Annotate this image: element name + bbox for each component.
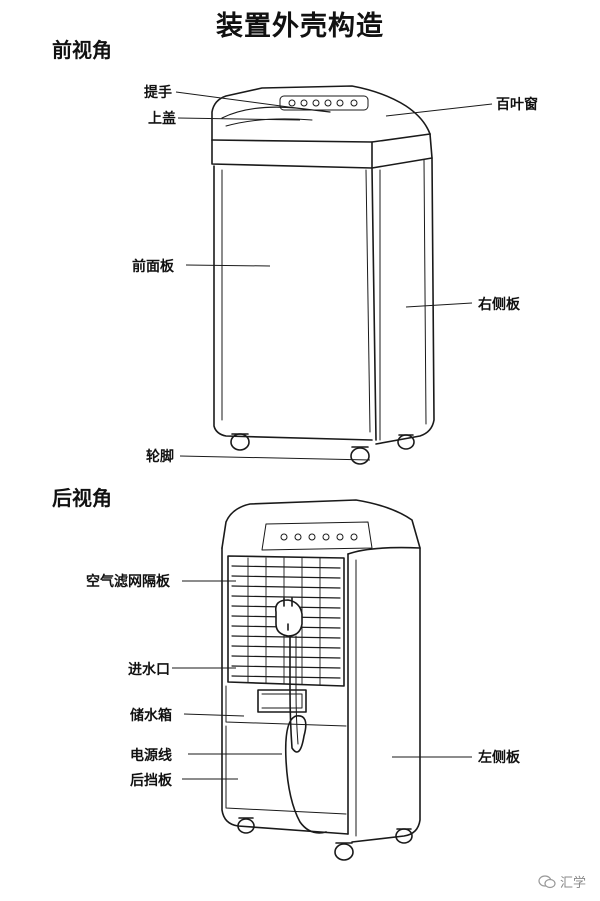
back-dehumidifier-illustration (221, 499, 421, 861)
label-water-tank: 储水箱 (130, 708, 172, 724)
back-caster-group (237, 817, 413, 861)
watermark: 汇学 (538, 872, 586, 891)
wechat-icon (538, 874, 556, 888)
leader-handle (175, 91, 297, 109)
power-plug (274, 597, 303, 637)
label-power-cord: 电源线 (130, 748, 172, 764)
front-dehumidifier-illustration (211, 85, 435, 465)
back-view-heading: 后视角 (52, 486, 112, 510)
label-handle: 提手 (144, 85, 172, 101)
leader-lines (172, 91, 493, 780)
leader-front-panel (185, 264, 271, 267)
leader-right-panel (405, 302, 473, 308)
label-front-panel: 前面板 (132, 259, 174, 275)
label-top-cover: 上盖 (148, 111, 176, 127)
label-right-panel: 右侧板 (478, 297, 520, 313)
leader-water-tank (183, 713, 245, 717)
label-water-inlet: 进水口 (128, 662, 170, 678)
label-left-panel: 左侧板 (478, 750, 520, 766)
diagram-title: 装置外壳构造 (216, 11, 384, 42)
label-rear-baffle: 后挡板 (130, 773, 172, 789)
leader-top-cover (177, 117, 301, 121)
front-caster-group (230, 433, 415, 465)
front-view-heading: 前视角 (52, 38, 112, 62)
label-air-filter-grille: 空气滤网隔板 (86, 574, 170, 590)
label-casters: 轮脚 (146, 449, 174, 465)
watermark-text: 汇学 (559, 876, 586, 891)
label-louver: 百叶窗 (496, 97, 538, 113)
leader-casters (179, 455, 371, 461)
leader-louver (385, 103, 493, 117)
